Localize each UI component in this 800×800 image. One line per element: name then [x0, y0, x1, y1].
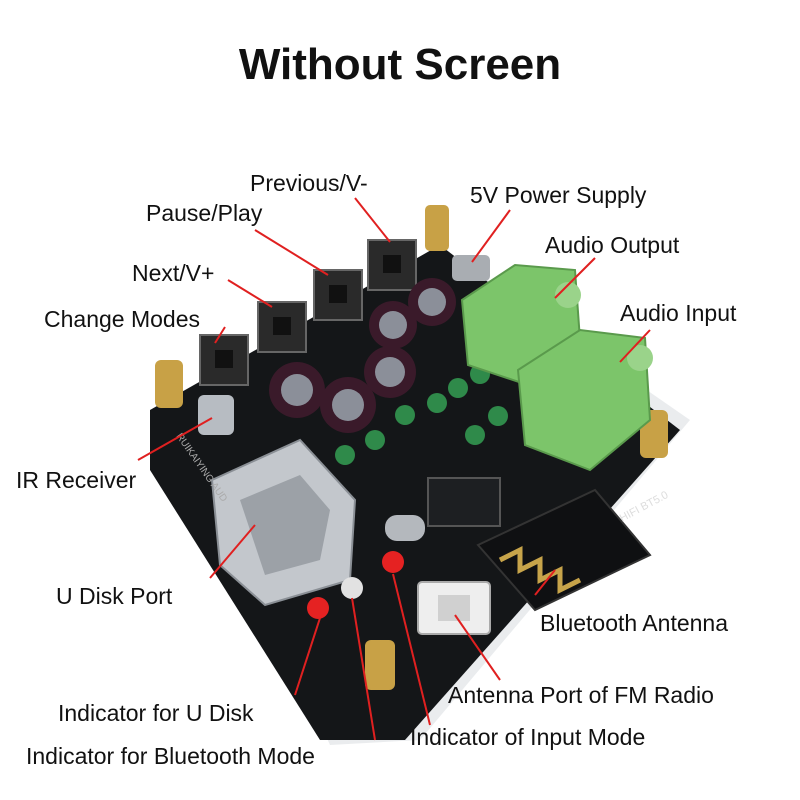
ir-receiver	[198, 395, 234, 435]
label-power: 5V Power Supply	[470, 182, 647, 208]
label-next: Next/V+	[132, 260, 215, 286]
standoff-top	[425, 205, 449, 251]
tactile-buttons	[199, 239, 417, 386]
label-pause-play: Pause/Play	[146, 200, 263, 226]
label-audio-output: Audio Output	[545, 232, 680, 258]
label-bluetooth-antenna: Bluetooth Antenna	[540, 610, 728, 636]
label-ind-u-disk: Indicator for U Disk	[58, 700, 254, 726]
power-port	[452, 255, 490, 281]
page-title: Without Screen	[238, 40, 562, 89]
crystal	[385, 515, 425, 541]
label-audio-input: Audio Input	[620, 300, 737, 326]
label-ind-input: Indicator of Input Mode	[410, 724, 646, 750]
pointer-lines	[137, 197, 651, 741]
label-fm-antenna: Antenna Port of FM Radio	[448, 682, 714, 708]
label-ir-receiver: IR Receiver	[16, 467, 137, 493]
standoff-left	[155, 360, 183, 408]
label-ind-bluetooth: Indicator for Bluetooth Mode	[26, 743, 315, 769]
bluetooth-antenna-trace	[498, 545, 582, 595]
bluetooth-led	[341, 577, 363, 599]
label-change-modes: Change Modes	[44, 306, 200, 332]
audio-jacks	[460, 263, 653, 472]
ic-chip	[427, 477, 501, 527]
capacitors	[269, 278, 456, 433]
label-previous: Previous/V-	[250, 170, 368, 196]
bluetooth-module	[476, 488, 652, 612]
ceramic-capacitors	[335, 364, 508, 465]
label-u-disk-port: U Disk Port	[56, 583, 173, 609]
u-disk-led	[307, 597, 329, 619]
input-mode-led	[382, 551, 404, 573]
standoff-bottom	[365, 640, 395, 690]
